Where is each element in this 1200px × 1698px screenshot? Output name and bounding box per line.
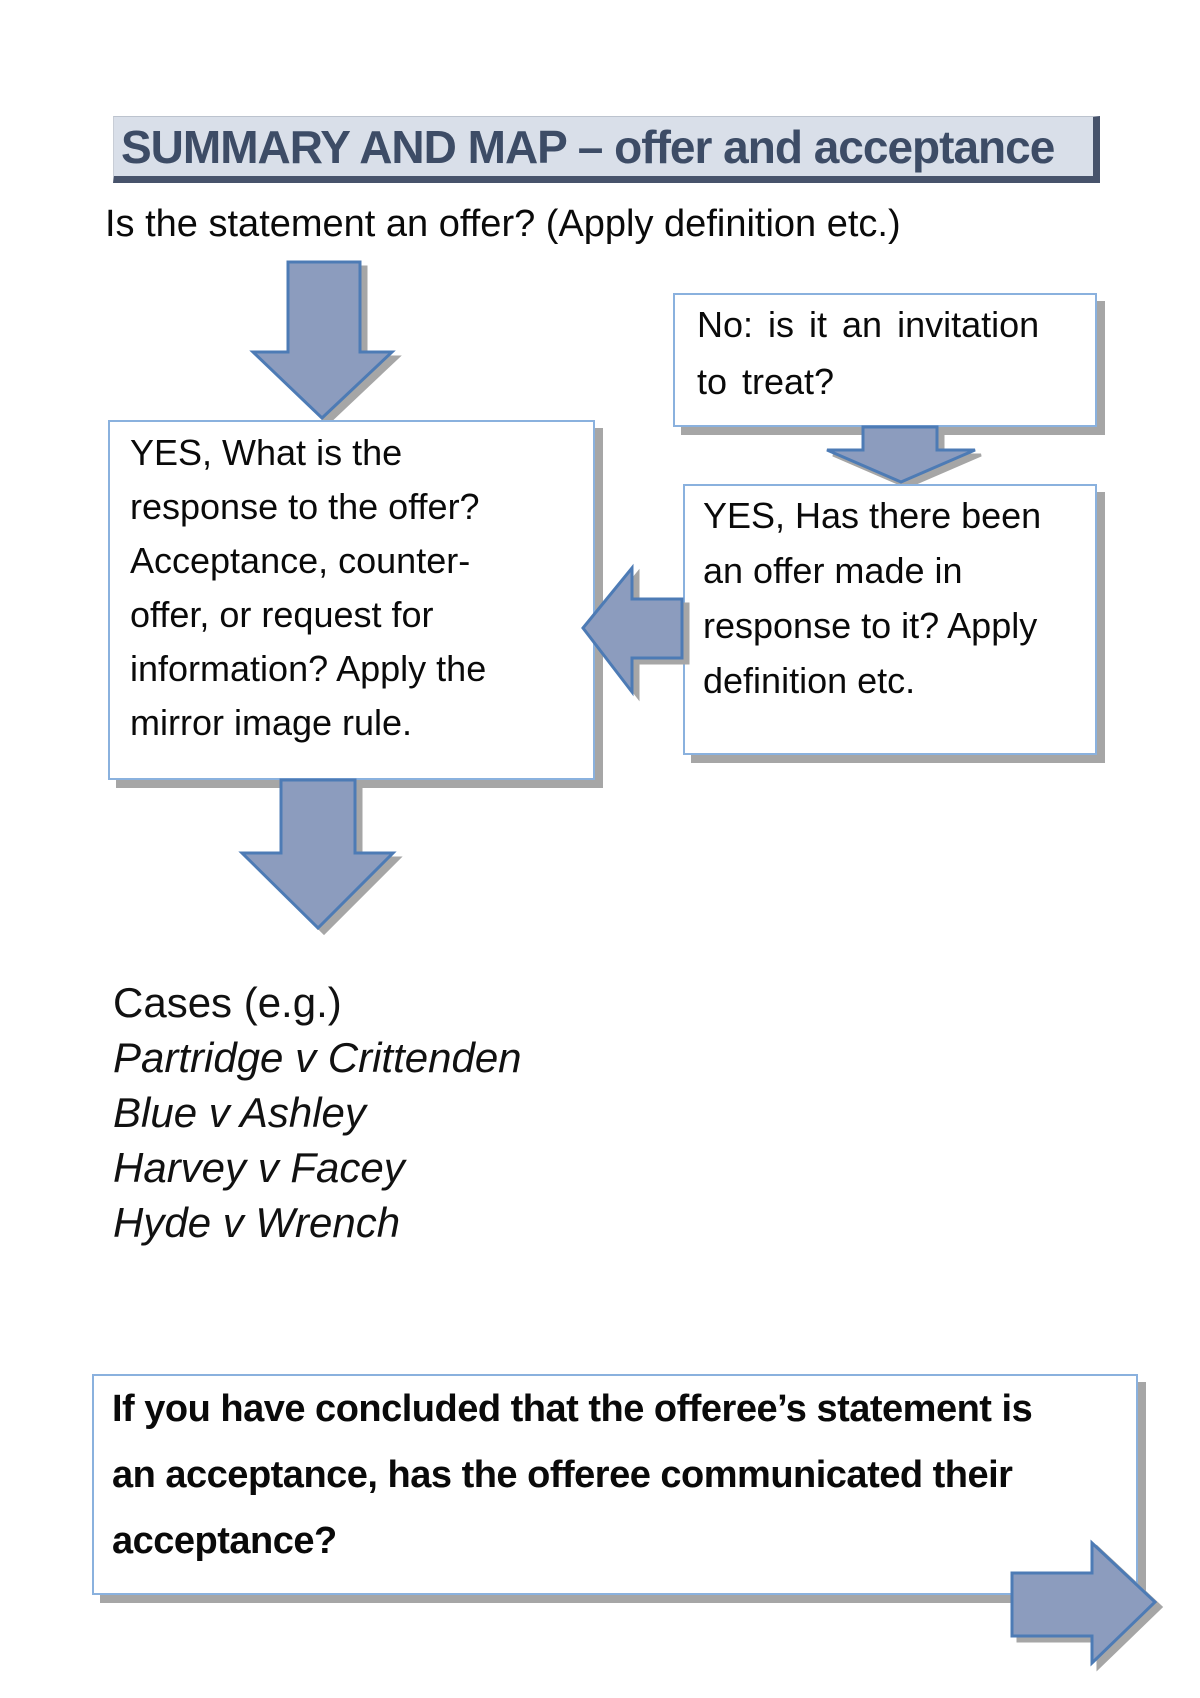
case-item: Blue v Ashley [113,1089,366,1136]
box-response-to-offer: YES, What is the response to the offer? … [108,420,595,780]
box-line: mirror image rule. [130,702,413,743]
box-line: to treat? [697,361,835,402]
box-communicated-acceptance: If you have concluded that the offeree’s… [92,1374,1138,1595]
box-line: acceptance? [112,1520,337,1562]
down-arrow-shape [826,425,976,484]
page-title: SUMMARY AND MAP – offer and acceptance [121,120,1055,173]
down-arrow-icon [238,778,397,931]
box-line: definition etc. [703,660,916,701]
box-line: information? Apply the [130,648,487,689]
box-line: an acceptance, has the offeree communica… [112,1454,1013,1496]
box-invitation-to-treat: No: is it an invitation to treat? [673,293,1097,427]
down-arrow-icon [826,425,976,484]
down-arrow-shape [249,260,396,421]
down-arrow-shape [238,778,397,931]
cases-list: Cases (e.g.) Partridge v Crittenden Blue… [113,975,522,1250]
box-line: response to it? Apply [703,605,1038,646]
case-item: Harvey v Facey [113,1144,405,1191]
box-line: Acceptance, counter- [130,540,471,581]
box-line: If you have concluded that the offeree’s… [112,1388,1033,1430]
left-arrow-shape [581,563,684,697]
box-line: YES, What is the [130,432,403,473]
box-line: offer, or request for [130,594,434,635]
box-line: an offer made in [703,550,963,591]
right-arrow-shape [1010,1539,1158,1667]
box-line: YES, Has there been [703,495,1042,536]
left-arrow-icon [581,563,684,697]
case-item: Partridge v Crittenden [113,1034,522,1081]
box-offer-in-response: YES, Has there been an offer made in res… [683,484,1097,755]
box-line: No: is it an invitation [697,304,1040,345]
cases-heading: Cases (e.g.) [113,979,342,1026]
down-arrow-icon [249,260,396,421]
box-line: response to the offer? [130,486,480,527]
right-arrow-icon [1010,1539,1158,1667]
case-item: Hyde v Wrench [113,1199,401,1246]
title-banner: SUMMARY AND MAP – offer and acceptance [113,116,1100,183]
question-text: Is the statement an offer? (Apply defini… [105,203,901,245]
